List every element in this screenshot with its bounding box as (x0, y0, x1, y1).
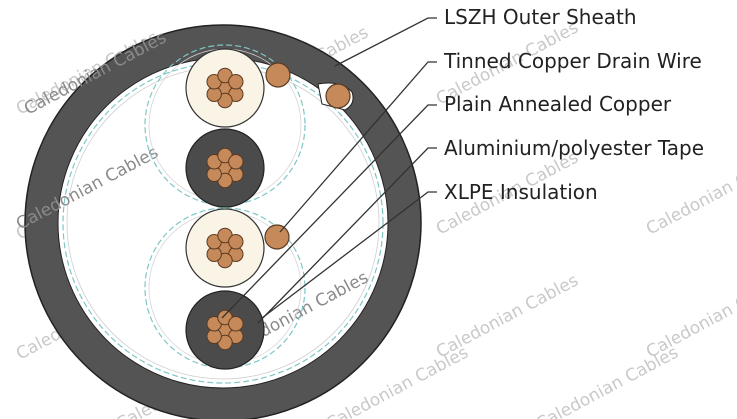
tinned-copper-drain-wire (325, 83, 351, 109)
pair-1-screen-tape (144, 44, 306, 206)
copper-strand (228, 316, 244, 332)
leader-lines (221, 17, 437, 324)
label-aluminium-polyester-tape: Aluminium/polyester Tape (444, 136, 704, 160)
watermark-text: Caledonian Cables (643, 271, 737, 363)
copper-strand (228, 154, 244, 170)
leader-line-drain-wire (279, 61, 437, 233)
label-lszh-outer-sheath: LSZH Outer Sheath (444, 5, 637, 29)
pair-2-screen-tape (144, 207, 306, 369)
overall-aluminium-polyester-tape (62, 62, 384, 384)
pair-2-drain-wire (264, 224, 290, 250)
copper-strand (228, 234, 244, 250)
leader-line-xlpe (261, 191, 437, 319)
plain-annealed-copper-conductor (206, 309, 244, 351)
leader-line-outer-sheath (334, 17, 437, 67)
label-tinned-copper-drain-wire: Tinned Copper Drain Wire (443, 49, 702, 73)
plain-annealed-copper-conductor (206, 147, 244, 189)
pair-1-drain-wire (265, 62, 291, 88)
watermark-text: Caledonian Cables (643, 148, 737, 240)
label-plain-annealed-copper: Plain Annealed Copper (444, 92, 672, 116)
leader-line-copper (221, 104, 437, 319)
leader-line-tape (257, 147, 437, 324)
copper-strand (228, 74, 244, 90)
plain-annealed-copper-conductor (206, 227, 244, 269)
watermark-text: Caledonian Cables (533, 343, 682, 419)
plain-annealed-copper-conductor (206, 67, 244, 109)
pair-2 (144, 207, 306, 370)
pair-1 (144, 44, 306, 208)
label-xlpe-insulation: XLPE Insulation (444, 180, 598, 204)
